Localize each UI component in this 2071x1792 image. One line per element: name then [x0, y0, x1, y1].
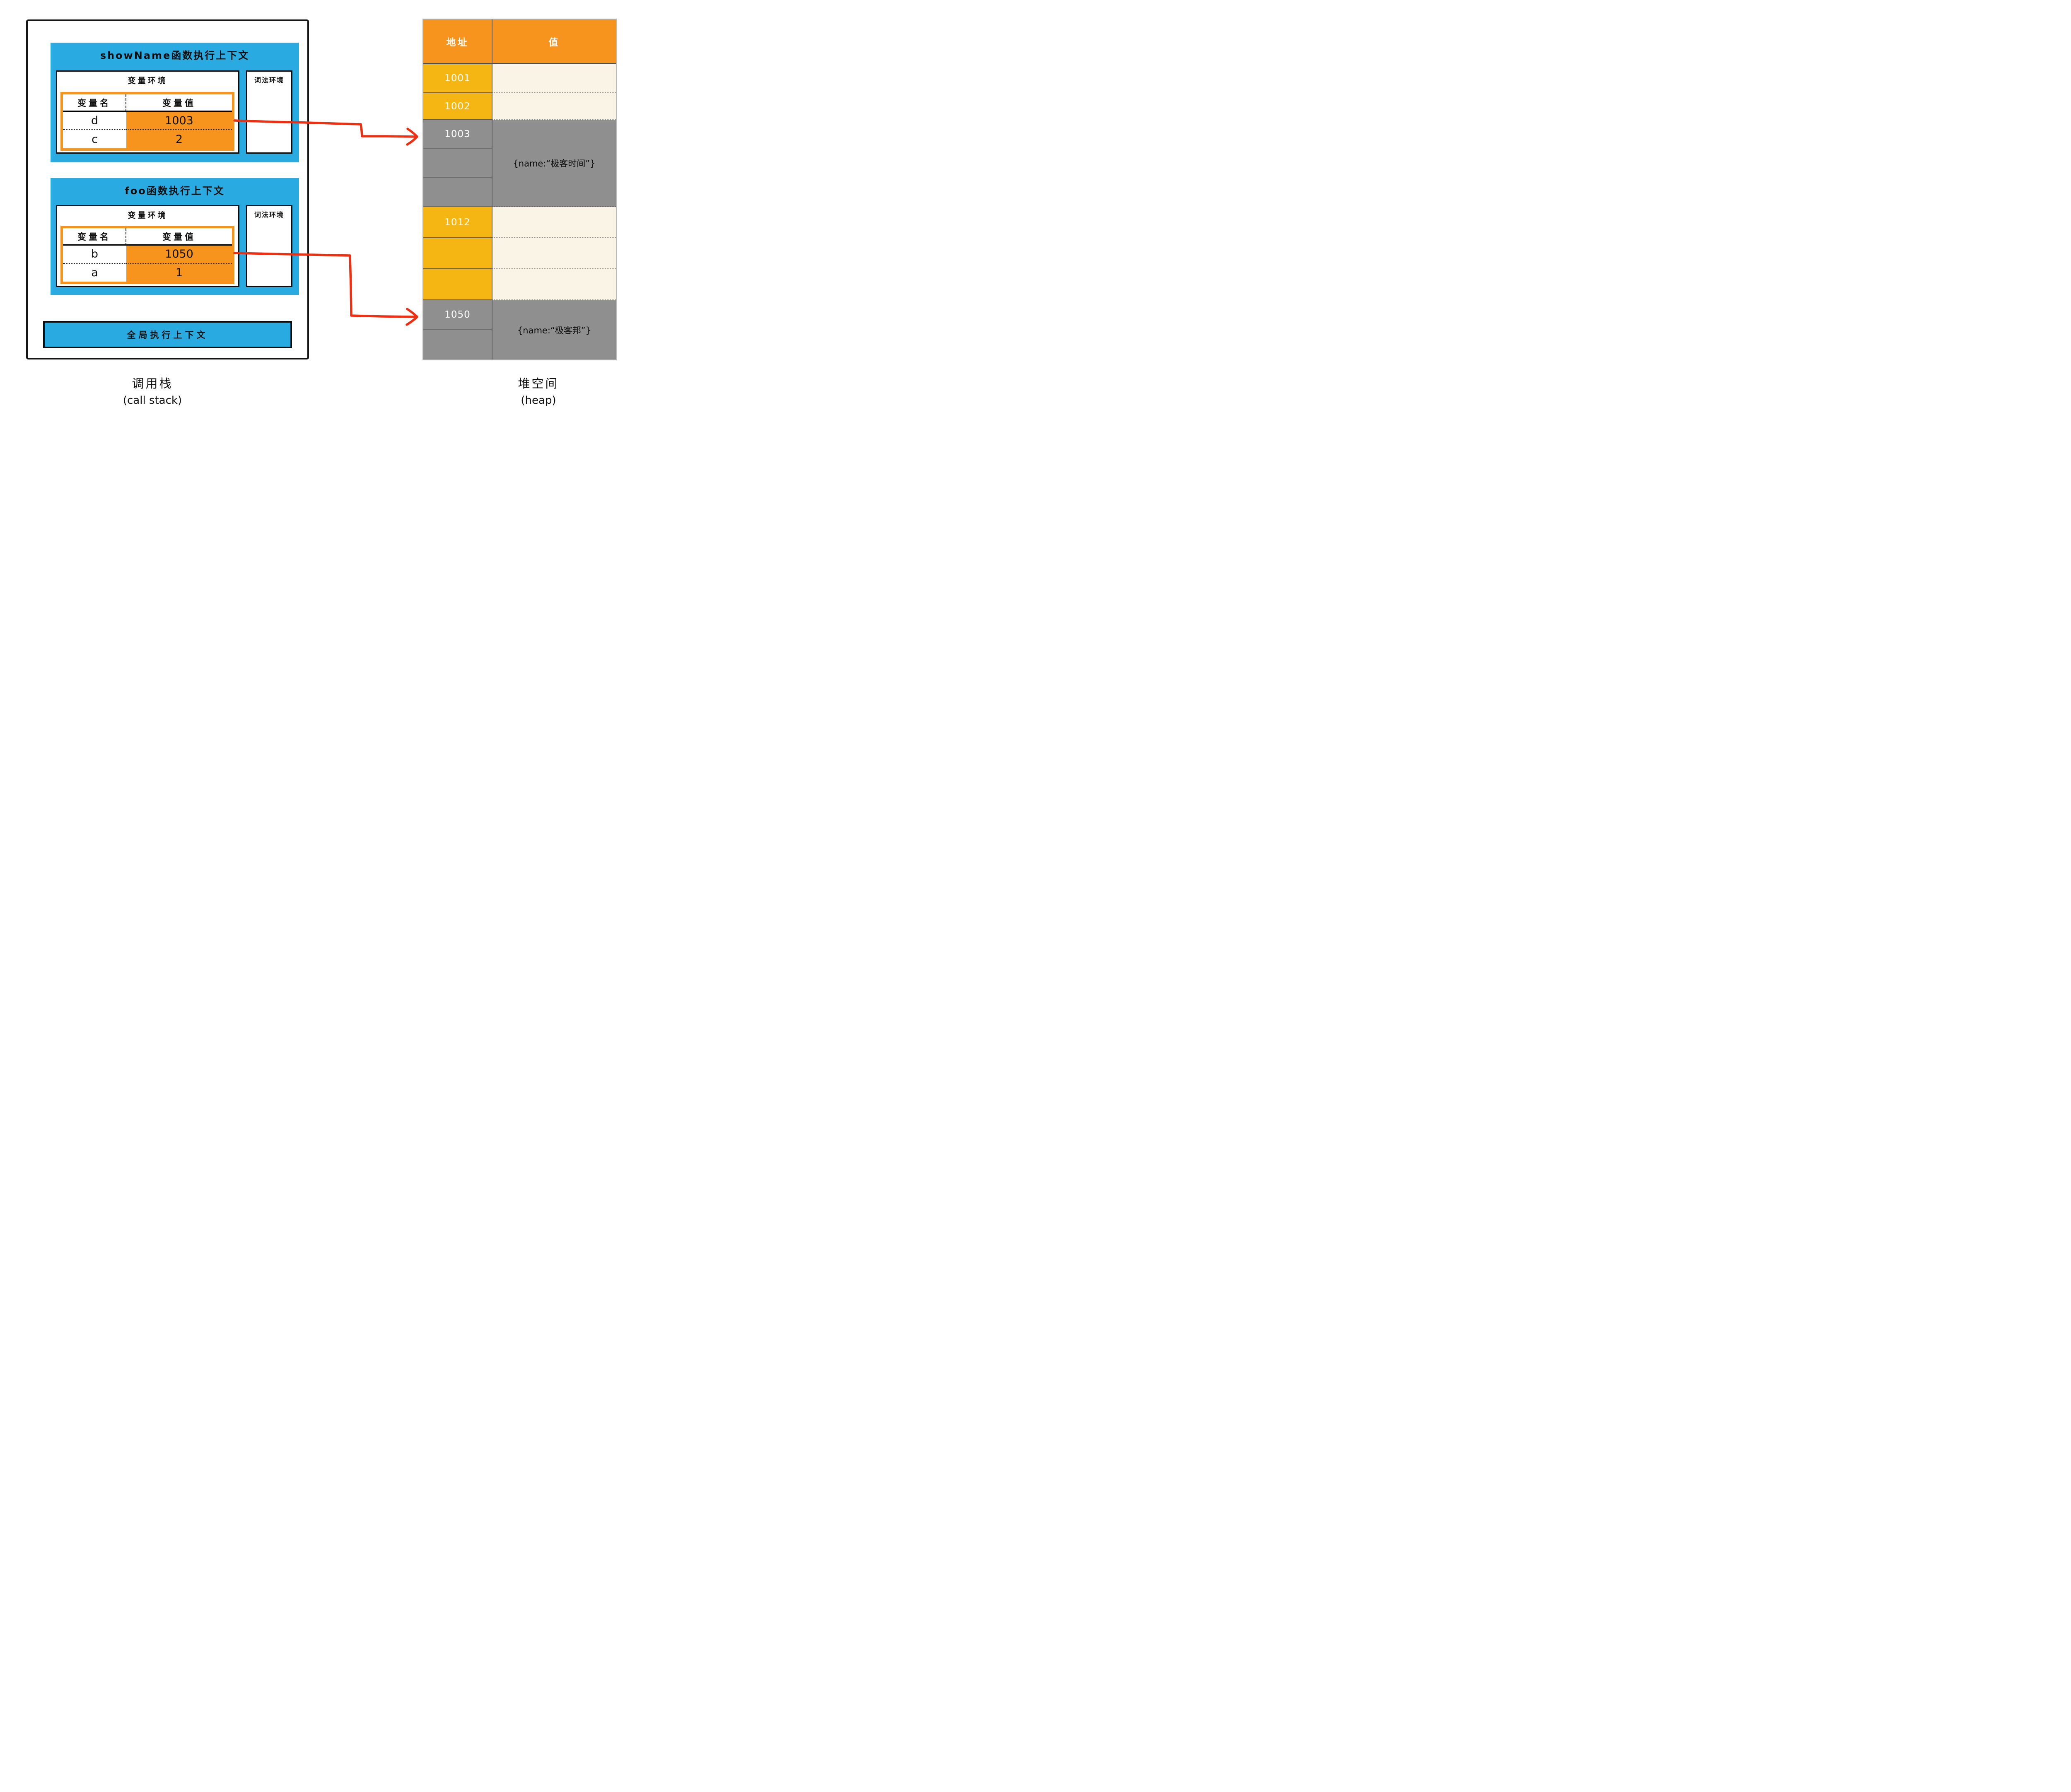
heap-address-cell — [423, 178, 492, 207]
heap-value-cell — [492, 93, 616, 120]
variable-environment-label: 变量环境 — [128, 76, 168, 85]
heap-address-cell — [423, 238, 492, 269]
variable-name-cell: c — [63, 130, 126, 148]
heap-address-cell: 1012 — [423, 207, 492, 238]
column-header-variable-name: 变量名 — [63, 228, 126, 246]
foo-variable-table: 变量名 变量值 b 1050 a 1 — [60, 226, 234, 284]
heap-value-cell — [492, 269, 616, 300]
heap-caption: 堆空间 (heap) — [456, 374, 621, 406]
foo-context-box: foo函数执行上下文 变量环境 变量名 变量值 b 1050 a 1 词法环境 — [51, 178, 299, 295]
heap-address-cell: 1001 — [423, 64, 492, 93]
heap-address-cell — [423, 269, 492, 300]
memory-diagram: showName函数执行上下文 变量环境 变量名 变量值 d 1003 c 2 … — [0, 0, 640, 406]
heap-address-cell: 1002 — [423, 93, 492, 120]
variable-name-cell: d — [63, 112, 126, 130]
heap-header-address: 地址 — [423, 19, 492, 64]
heap-caption-en: (heap) — [521, 394, 556, 406]
heap-caption-zh: 堆空间 — [518, 376, 559, 391]
heap-address-cell — [423, 330, 492, 359]
heap-address-cell: 1003 — [423, 120, 492, 149]
heap-value-column: 值 {name:“极客时间”} {name:“极客邦”} — [492, 19, 616, 359]
heap-address-column: 地址 1001 1002 1003 1012 1050 — [423, 19, 492, 359]
variable-name-cell: a — [63, 263, 126, 282]
column-header-variable-name: 变量名 — [63, 94, 126, 112]
heap-address-cell: 1050 — [423, 300, 492, 330]
foo-context-title: foo函数执行上下文 — [125, 185, 225, 197]
showname-context-box: showName函数执行上下文 变量环境 变量名 变量值 d 1003 c 2 … — [51, 43, 299, 162]
lexical-environment-label: 词法环境 — [254, 76, 284, 84]
variable-name-cell: b — [63, 246, 126, 264]
heap-object-cell: {name:“极客邦”} — [492, 300, 616, 359]
heap-value-cell — [492, 207, 616, 238]
variable-value-cell: 1050 — [126, 246, 232, 264]
showname-variable-table: 变量名 变量值 d 1003 c 2 — [60, 92, 234, 151]
variable-value-cell: 1003 — [126, 112, 232, 130]
variable-environment-label: 变量环境 — [128, 211, 168, 220]
global-context-bar: 全局执行上下文 — [43, 321, 292, 348]
heap-table: 地址 1001 1002 1003 1012 1050 值 {name:“极客时… — [422, 19, 617, 360]
showname-variable-environment-box: 变量环境 变量名 变量值 d 1003 c 2 — [56, 70, 239, 154]
foo-variable-environment-box: 变量环境 变量名 变量值 b 1050 a 1 — [56, 205, 239, 287]
variable-value-cell: 2 — [126, 130, 232, 148]
column-header-variable-value: 变量值 — [126, 94, 232, 112]
heap-value-cell — [492, 238, 616, 269]
heap-header-value: 值 — [492, 19, 616, 64]
call-stack-caption-en: (call stack) — [123, 394, 182, 406]
heap-value-cell — [492, 64, 616, 93]
column-header-variable-value: 变量值 — [126, 228, 232, 246]
lexical-environment-label: 词法环境 — [254, 211, 284, 219]
call-stack-caption: 调用栈 (call stack) — [70, 374, 235, 406]
showname-lexical-environment-box: 词法环境 — [246, 70, 292, 154]
heap-object-cell: {name:“极客时间”} — [492, 120, 616, 207]
showname-context-title: showName函数执行上下文 — [100, 50, 250, 61]
heap-address-cell — [423, 149, 492, 178]
variable-value-cell: 1 — [126, 263, 232, 282]
call-stack-caption-zh: 调用栈 — [132, 376, 173, 391]
foo-lexical-environment-box: 词法环境 — [246, 205, 292, 287]
